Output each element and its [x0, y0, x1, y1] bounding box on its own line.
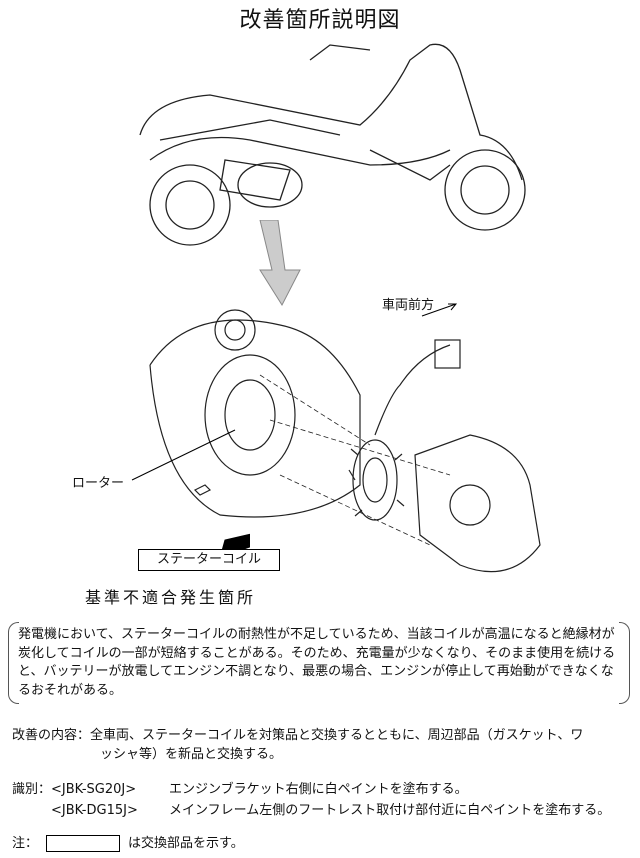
replacement-part-legend-box — [46, 835, 121, 852]
stator-coil-label: ステーターコイル — [138, 549, 280, 571]
improvement-label: 改善の内容： — [12, 728, 91, 743]
identification-text: エンジンブラケット右側に白ペイントを塗布する。 — [169, 782, 468, 797]
improvement-line2: ッシャ等）を新品と交換する。 — [100, 747, 283, 762]
identification-label: 識別： — [12, 782, 52, 797]
defect-description: 発電機において、ステーターコイルの耐熱性が不足しているため、当該コイルが高温にな… — [8, 622, 630, 704]
identification-text: メインフレーム左側のフートレスト取付け部付近に白ペイントを塗布する。 — [169, 803, 611, 818]
description-text: 発電機において、ステーターコイルの耐熱性が不足しているため、当該コイルが高温にな… — [18, 627, 616, 698]
vehicle-front-label: 車両前方 — [382, 298, 435, 313]
improvement-line1: 全車両、ステーターコイルを対策品と交換するとともに、周辺部品（ガスケット、ワ — [90, 728, 584, 743]
note-text: は交換部品を示す。 — [128, 836, 244, 851]
model-code: <JBK-DG15J> — [51, 803, 138, 818]
nonconformity-location-label: 基準不適合発生箇所 — [85, 588, 257, 607]
engine-exploded-diagram — [149, 309, 541, 573]
note: 注： は交換部品を示す。 — [12, 832, 244, 852]
leader-lines — [131, 429, 250, 559]
scooter-illustration — [139, 43, 526, 246]
zoom-arrow-icon — [259, 220, 301, 307]
improvement-section: 改善の内容：全車両、ステーターコイルを対策品と交換するとともに、周辺部品（ガスケ… — [12, 724, 583, 743]
right-bracket — [619, 622, 630, 704]
note-label: 注： — [12, 836, 39, 851]
front-direction-arrow-icon — [421, 303, 458, 317]
identification-row-2: <JBK-DG15J> メインフレーム左側のフートレスト取付け部付近に白ペイントを… — [51, 799, 610, 818]
page-title: 改善箇所説明図 — [239, 8, 401, 33]
model-code: <JBK-SG20J> — [51, 782, 137, 797]
identification-row-1: 識別：<JBK-SG20J> エンジンブラケット右側に白ペイントを塗布する。 — [12, 778, 468, 797]
rotor-label: ローター — [72, 476, 125, 491]
